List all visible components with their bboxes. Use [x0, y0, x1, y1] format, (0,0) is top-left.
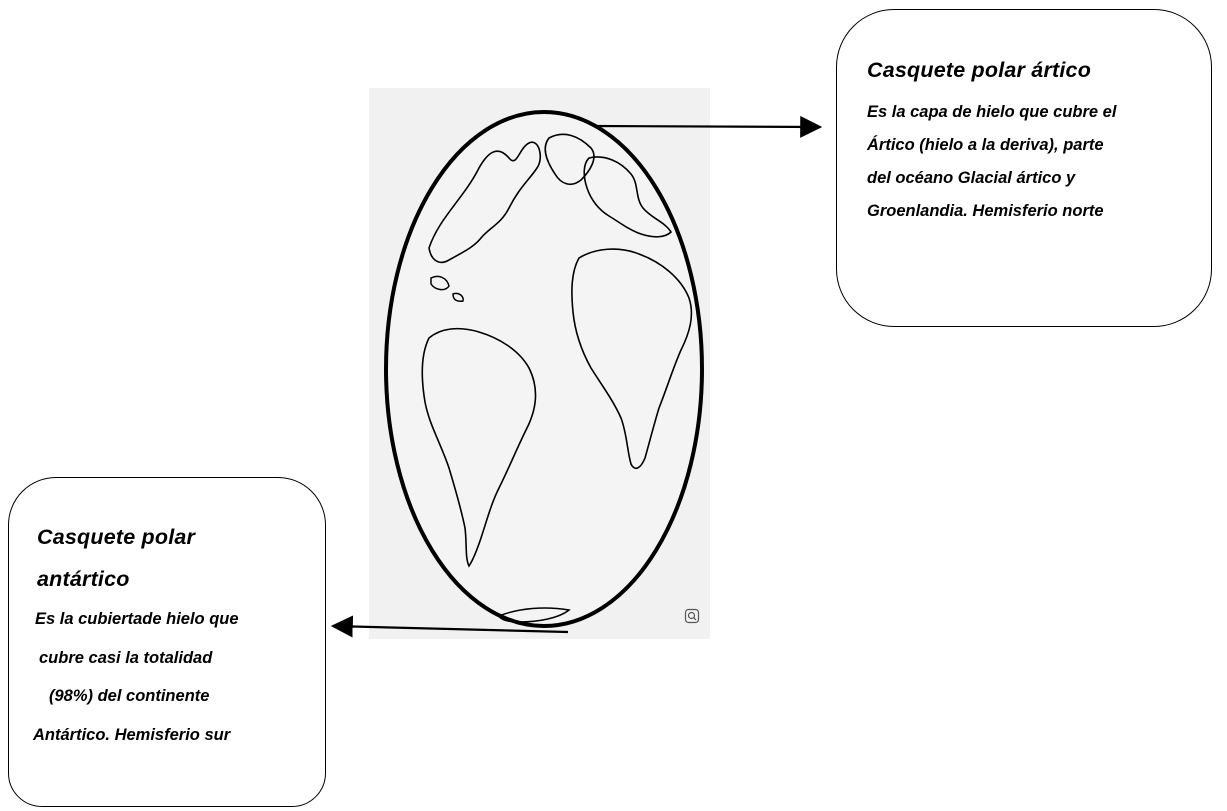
- africa-coastline: [571, 248, 693, 470]
- caribbean-islands: [430, 275, 464, 302]
- zoom-lens-icon[interactable]: [684, 608, 700, 624]
- arctic-text-line-1: Es la capa de hielo que cubre el: [867, 102, 1117, 121]
- south-america-coastline: [421, 327, 537, 568]
- arctic-title: Casquete polar ártico: [867, 58, 1092, 82]
- antarctic-text-line-2: cubre casi la totalidad: [39, 648, 213, 667]
- globe-outline-map-icon: [384, 110, 704, 628]
- arctic-text-line-4: Groenlandia. Hemisferio norte: [867, 201, 1104, 220]
- antarctic-callout: Casquete polar antártico Es la cubiertad…: [8, 477, 326, 807]
- arctic-text-line-3: del océano Glacial ártico y: [867, 168, 1076, 187]
- globe-outline: [384, 110, 704, 628]
- greenland-coastline: [544, 133, 595, 186]
- antarctic-text-line-1: Es la cubiertade hielo que: [35, 610, 239, 628]
- arctic-callout: Casquete polar ártico Es la capa de hiel…: [836, 9, 1212, 327]
- antarctic-text-line-4: Antártico. Hemisferio sur: [33, 725, 231, 744]
- globe-illustration: [369, 88, 710, 639]
- antarctic-title-line-2: antártico: [37, 567, 130, 591]
- europe-coastline: [583, 156, 673, 238]
- antarctic-text-line-3: (98%) del continente: [49, 687, 210, 705]
- antarctic-title-line-1: Casquete polar: [37, 525, 196, 549]
- antarctica-coastline: [497, 607, 571, 623]
- north-america-coastline: [428, 141, 541, 264]
- arctic-text-line-2: Ártico (hielo a la deriva), parte: [867, 135, 1104, 154]
